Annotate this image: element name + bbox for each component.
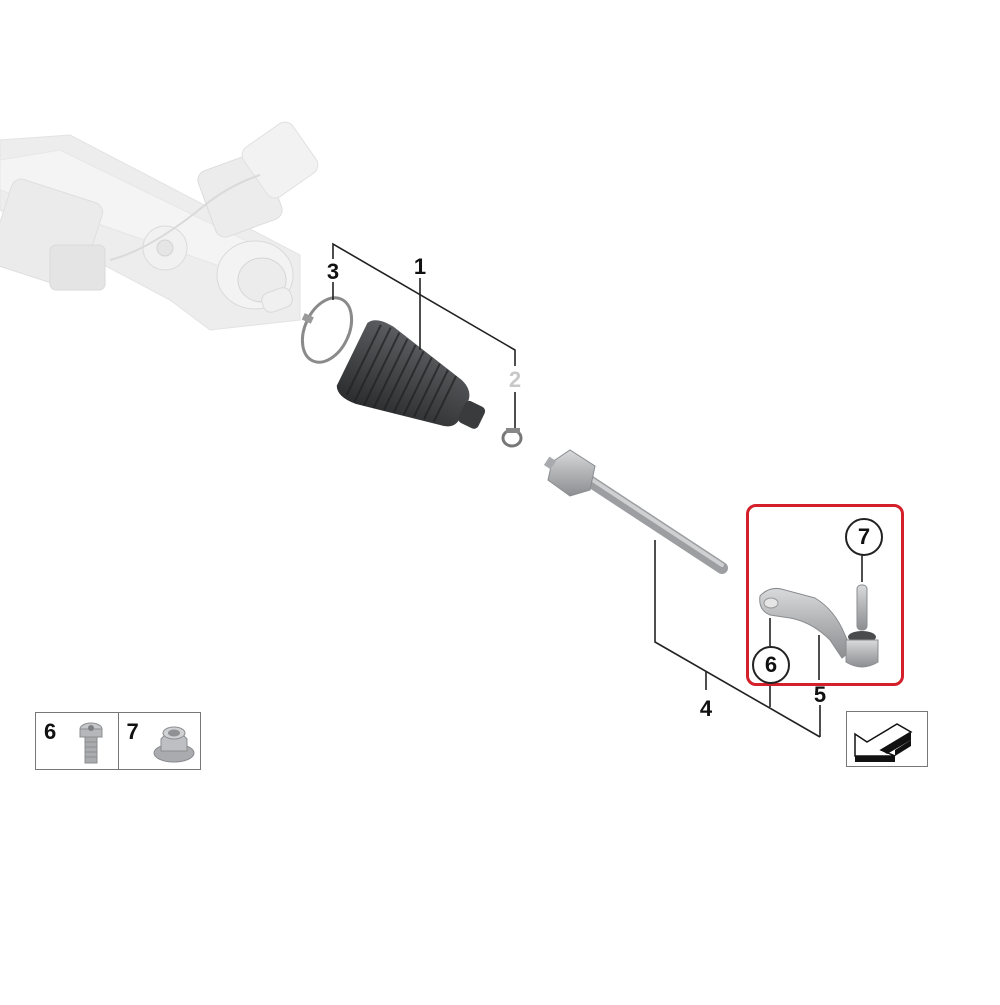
nav-arrow-button[interactable] [846,711,928,767]
arrow-left-down-icon [854,723,913,762]
callout-1[interactable]: 1 [413,254,427,279]
highlight-box [746,504,904,686]
callout-3[interactable]: 3 [326,259,340,284]
large-clamp-part [300,296,354,364]
callout-2[interactable]: 2 [508,367,522,392]
legend-item-6[interactable]: 6 [36,713,119,769]
callout-6-circled[interactable]: 6 [752,646,790,684]
inner-tie-rod-part [543,449,728,574]
bellows-boot-part [336,320,486,429]
small-clamp-part [501,428,523,448]
hardware-legend: 6 7 [35,712,201,770]
callout-4[interactable]: 4 [699,696,713,721]
legend-label-6: 6 [44,719,57,744]
flange-nut-icon [153,726,194,763]
callout-5[interactable]: 5 [813,682,827,707]
tie-rod-end-part [759,584,879,668]
legend-item-7[interactable]: 7 [119,713,201,769]
steering-rack-housing [0,121,319,331]
leader-lines [332,242,863,738]
callout-7-circled[interactable]: 7 [845,518,883,556]
torx-bolt-icon [79,722,103,764]
legend-label-7: 7 [126,719,139,744]
